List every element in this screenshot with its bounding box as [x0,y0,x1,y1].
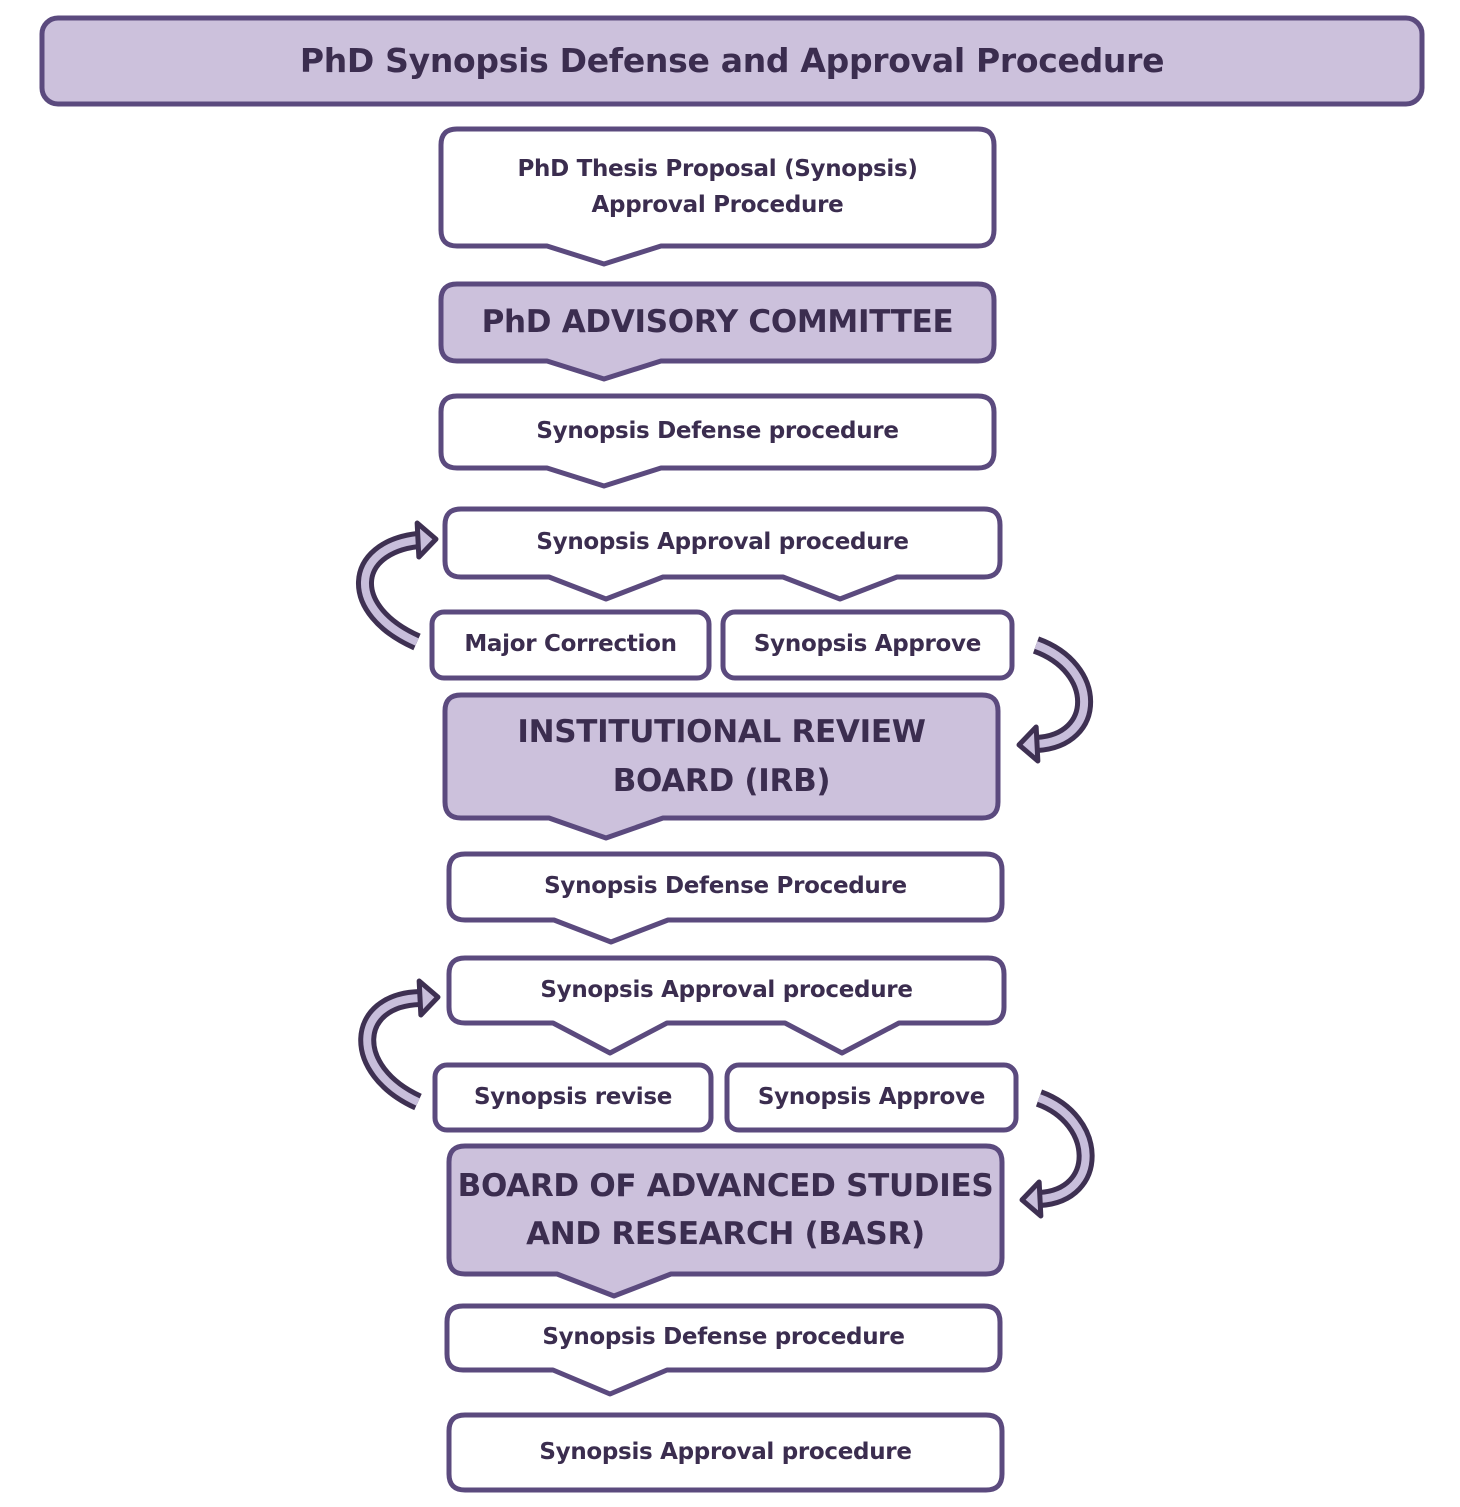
stage-irb-text: INSTITUTIONAL REVIEW BOARD (IRB) [517,708,926,804]
forward-arrow-to-irb-head [1016,724,1041,764]
stage-basr-approval: Synopsis Approval procedure [449,1415,1002,1490]
stage-basr-defense: Synopsis Defense procedure [447,1306,1000,1370]
stage-irb: INSTITUTIONAL REVIEW BOARD (IRB) [445,695,998,818]
stage-irb-line: INSTITUTIONAL REVIEW [517,714,926,751]
stage-proposal-text: PhD Thesis Proposal (Synopsis) Approval P… [517,152,917,223]
stage-irb-defense-line: Synopsis Defense Procedure [544,873,907,900]
stage-box-irb-approval [446,955,1007,1056]
stage-box-advisory-approval [442,506,1003,602]
stage-basr-text: BOARD OF ADVANCED STUDIES AND RESEARCH (B… [458,1162,994,1258]
stage-advisory-approval: Synopsis Approval procedure [445,509,1000,577]
loop-arrow-synopsis-revise [358,978,441,1111]
loop-arrow-synopsis-revise-head [416,978,441,1018]
outcome-advisory-approval-1: Synopsis Approve [753,631,982,658]
loop-arrow-synopsis-revise-shaft-fill [363,994,421,1106]
stage-basr-line: AND RESEARCH (BASR) [526,1216,925,1252]
stage-box-proposal [438,126,997,267]
outcome-advisory-approval-0: Major Correction [464,631,677,658]
stage-proposal-line: Approval Procedure [591,191,844,218]
stage-advisory-defense-line: Synopsis Defense procedure [536,418,899,445]
stage-box-irb-defense [446,851,1005,945]
loop-arrow-major-correction-shaft-fill [361,536,419,646]
stage-advisory-defense: Synopsis Defense procedure [441,396,994,468]
stage-box-basr-approval [446,1412,1005,1493]
stage-basr: BOARD OF ADVANCED STUDIES AND RESEARCH (B… [449,1146,1002,1274]
forward-arrow-to-basr-shaft-fill [1037,1094,1090,1203]
stage-irb-approval: Synopsis Approval procedure [449,958,1004,1023]
stage-proposal-line: PhD Thesis Proposal (Synopsis) [517,155,918,182]
stage-basr-approval-text: Synopsis Approval procedure [539,1435,912,1471]
title-banner [39,15,1425,107]
stage-basr-line: BOARD OF ADVANCED STUDIES [457,1167,994,1204]
page-title: PhD Synopsis Defense and Approval Proced… [299,41,1165,81]
stage-irb-approval-text: Synopsis Approval procedure [540,973,913,1009]
stage-advisory-committee-text: PhD ADVISORY COMMITTEE [482,298,954,346]
stage-irb-line: BOARD (IRB) [612,762,831,799]
stage-box-basr-defense [444,1303,1003,1397]
forward-arrow-to-basr [1019,1089,1095,1219]
stage-proposal: PhD Thesis Proposal (Synopsis) Approval P… [441,129,994,246]
stage-basr-defense-line: Synopsis Defense procedure [542,1324,905,1351]
outcome-box-irb-approval-1 [724,1062,1019,1133]
loop-arrow-major-correction-head [414,520,439,560]
stage-basr-defense-text: Synopsis Defense procedure [542,1320,905,1356]
stage-advisory-committee: PhD ADVISORY COMMITTEE [441,284,994,361]
stage-basr-approval-line: Synopsis Approval procedure [539,1438,912,1465]
stage-advisory-committee-line: PhD ADVISORY COMMITTEE [481,304,954,341]
stage-advisory-approval-text: Synopsis Approval procedure [536,525,909,561]
stage-box-irb [442,692,1001,841]
stage-advisory-approval-line: Synopsis Approval procedure [536,529,909,556]
outcome-irb-approval-1: Synopsis Approve [757,1083,986,1110]
outcome-box-irb-approval-0 [432,1062,714,1133]
stage-irb-approval-line: Synopsis Approval procedure [540,976,913,1003]
stage-irb-defense: Synopsis Defense Procedure [449,854,1002,920]
stage-box-basr [446,1143,1005,1299]
outcome-box-advisory-approval-0 [429,609,712,681]
stage-box-advisory-defense [438,393,997,489]
forward-arrow-to-basr-head [1019,1179,1044,1219]
outcome-irb-approval-0: Synopsis revise [473,1083,673,1110]
stage-box-advisory-committee [438,281,997,382]
forward-arrow-to-irb [1016,636,1093,764]
stage-advisory-defense-text: Synopsis Defense procedure [536,414,899,450]
stage-irb-defense-text: Synopsis Defense Procedure [544,869,907,905]
loop-arrow-major-correction [356,520,439,651]
outcome-box-advisory-approval-1 [720,609,1015,681]
forward-arrow-to-irb-shaft-fill [1034,641,1088,748]
